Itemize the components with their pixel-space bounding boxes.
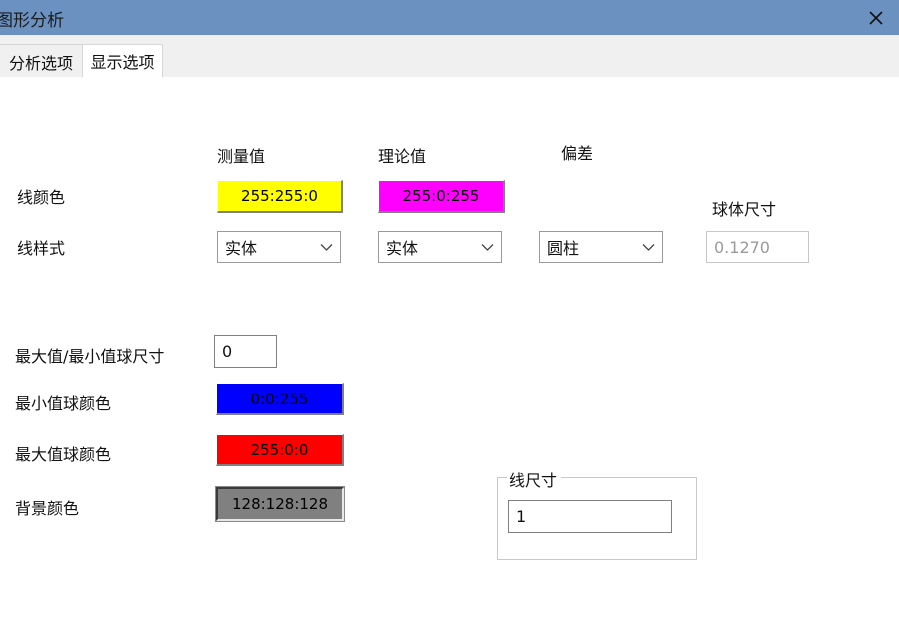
tab-display-options[interactable]: 显示选项 bbox=[82, 44, 163, 78]
tab-strip: 分析选项 显示选项 bbox=[0, 35, 899, 78]
line-style-theoretical-value: 实体 bbox=[386, 239, 419, 258]
minmax-sphere-size-input[interactable] bbox=[214, 335, 277, 368]
line-style-measured-select[interactable]: 实体 bbox=[217, 231, 341, 263]
min-sphere-color-button[interactable]: 0:0:255 bbox=[216, 383, 344, 415]
label-sphere-size: 球体尺寸 bbox=[712, 200, 777, 219]
line-style-theoretical-select[interactable]: 实体 bbox=[378, 231, 502, 263]
chevron-down-icon bbox=[634, 243, 662, 252]
window-titlebar: 图形分析 bbox=[0, 0, 899, 35]
line-style-measured-value: 实体 bbox=[225, 239, 258, 258]
line-size-input[interactable] bbox=[508, 500, 672, 533]
line-size-group-title: 线尺寸 bbox=[507, 467, 562, 491]
label-minmax-sphere-size: 最大值/最小值球尺寸 bbox=[15, 347, 165, 366]
tab-analysis-options-label: 分析选项 bbox=[8, 53, 73, 73]
tab-display-options-label: 显示选项 bbox=[90, 53, 155, 72]
close-icon bbox=[868, 10, 884, 26]
line-color-theoretical-value: 255:0:255 bbox=[402, 187, 480, 205]
column-header-deviation: 偏差 bbox=[561, 144, 594, 163]
column-header-measured: 测量值 bbox=[217, 147, 266, 166]
label-min-sphere-color: 最小值球颜色 bbox=[15, 394, 112, 413]
line-size-groupbox: 线尺寸 bbox=[497, 467, 697, 560]
line-color-measured-value: 255:255:0 bbox=[241, 187, 318, 205]
column-header-theoretical: 理论值 bbox=[378, 147, 427, 166]
label-max-sphere-color: 最大值球颜色 bbox=[15, 445, 112, 464]
line-style-deviation-select[interactable]: 圆柱 bbox=[539, 231, 663, 263]
close-button[interactable] bbox=[853, 0, 899, 35]
background-color-button[interactable]: 128:128:128 bbox=[215, 486, 345, 522]
chevron-down-icon bbox=[473, 243, 501, 252]
max-sphere-color-button[interactable]: 255:0:0 bbox=[216, 434, 344, 466]
line-color-measured-button[interactable]: 255:255:0 bbox=[217, 180, 343, 213]
label-line-color: 线颜色 bbox=[17, 188, 66, 207]
sphere-size-input[interactable] bbox=[706, 231, 809, 263]
label-line-style: 线样式 bbox=[17, 239, 66, 258]
background-color-value: 128:128:128 bbox=[232, 495, 328, 513]
line-color-theoretical-button[interactable]: 255:0:255 bbox=[378, 180, 505, 213]
label-background-color: 背景颜色 bbox=[15, 499, 80, 518]
tab-analysis-options[interactable]: 分析选项 bbox=[0, 44, 85, 78]
chevron-down-icon bbox=[312, 243, 340, 252]
line-style-deviation-value: 圆柱 bbox=[547, 239, 580, 258]
display-options-panel: 测量值 理论值 偏差 线颜色 255:255:0 255:0:255 球体尺寸 … bbox=[0, 77, 899, 640]
max-sphere-color-value: 255:0:0 bbox=[250, 440, 309, 459]
window-title: 图形分析 bbox=[0, 11, 64, 31]
min-sphere-color-value: 0:0:255 bbox=[250, 389, 309, 408]
